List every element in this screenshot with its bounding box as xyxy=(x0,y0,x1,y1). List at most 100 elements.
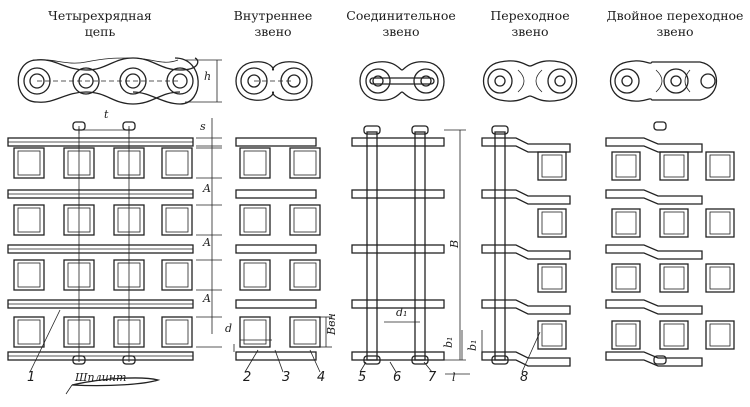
double-transition-roller-1-0 xyxy=(611,208,641,238)
transition-plate-2 xyxy=(481,244,571,260)
dim-label-a-2: A xyxy=(202,236,211,249)
inner-roller-core-1-1 xyxy=(293,207,317,233)
inner-plate-1 xyxy=(235,189,317,199)
double-transition-plate-4 xyxy=(605,351,703,367)
double-transition-plate-3 xyxy=(605,299,703,315)
drawing-lines xyxy=(7,57,735,395)
connecting-plate-2 xyxy=(351,244,445,254)
callout-1: 1 xyxy=(27,370,35,385)
splint-label: Шплинт xyxy=(74,371,126,384)
dim-label-d: d xyxy=(225,322,232,335)
splint-tip xyxy=(65,384,73,395)
dim-label-d1: d₁ xyxy=(396,306,407,319)
double-transition-pin-head-0 xyxy=(653,121,667,131)
double-transition-roller-0-1 xyxy=(659,151,689,181)
callout-3: 3 xyxy=(282,370,290,385)
double-transition-roller-core-0-1 xyxy=(663,154,685,178)
dim-label-a-3: A xyxy=(202,292,211,305)
transition-plate-1 xyxy=(481,189,571,205)
transition-plate-0 xyxy=(481,137,571,153)
connecting-pin-head-0 xyxy=(363,125,381,135)
dim-label-a-1: A xyxy=(202,182,211,195)
connecting-link-pin-a xyxy=(365,68,391,94)
dim-label-l: l xyxy=(452,371,456,384)
double-transition-link-bushing-b xyxy=(670,75,682,87)
double-transition-plate-2 xyxy=(605,244,703,260)
double-transition-roller-1-2 xyxy=(705,208,735,238)
inner-link-bushing-a xyxy=(247,74,261,88)
dim-label-b1-left: b₁ xyxy=(442,337,455,348)
inner-roller-core-3-1 xyxy=(293,319,317,345)
callout-8: 8 xyxy=(520,370,528,385)
inner-plate-2 xyxy=(235,244,317,254)
title-double-transition-link-1: Двойное переходное xyxy=(607,8,744,23)
four-row-roller-1-0 xyxy=(13,204,45,236)
double-transition-roller-core-3-0 xyxy=(615,323,637,347)
double-transition-roller-core-0-2 xyxy=(709,154,731,178)
four-row-roller-0-3 xyxy=(161,147,193,179)
double-transition-roller-3-2 xyxy=(705,320,735,350)
callout-2-leader xyxy=(244,349,259,373)
connecting-plate-4 xyxy=(351,351,445,361)
double-transition-pin-foot-0 xyxy=(653,355,667,365)
double-transition-plate-0 xyxy=(605,137,703,153)
four-row-roller-core-1-3 xyxy=(165,207,189,233)
double-transition-link-plate xyxy=(610,60,717,102)
callout-4-leader xyxy=(309,349,321,373)
inner-roller-core-2-1 xyxy=(293,262,317,288)
double-transition-roller-0-0 xyxy=(611,151,641,181)
four-row-roller-core-3-3 xyxy=(165,319,189,345)
callout-3-leader xyxy=(274,349,284,373)
four-row-roller-0-0 xyxy=(13,147,45,179)
callout-1-leader xyxy=(29,309,61,373)
transition-roller-core-3 xyxy=(541,323,563,347)
four-row-roller-core-1-0 xyxy=(17,207,41,233)
title-transition-link-1: Переходное xyxy=(490,8,569,23)
transition-roller-0 xyxy=(537,151,567,181)
transition-plate-3 xyxy=(481,299,571,315)
inner-roller-3-0 xyxy=(239,316,271,348)
four-row-roller-1-3 xyxy=(161,204,193,236)
inner-plate-3 xyxy=(235,299,317,309)
callout-6: 6 xyxy=(393,370,401,385)
inner-roller-0-1 xyxy=(289,147,321,179)
inner-link-plate xyxy=(235,61,313,101)
transition-roller-core-0 xyxy=(541,154,563,178)
connecting-link-pin-b xyxy=(413,68,439,94)
title-transition-link-2: звено xyxy=(511,24,548,39)
double-transition-roller-core-1-0 xyxy=(615,211,637,235)
transition-link-bushing-a xyxy=(494,75,506,87)
callout-5-leader xyxy=(359,361,367,373)
inner-roller-core-0-0 xyxy=(243,150,267,176)
side-roller-outer-3 xyxy=(166,67,194,95)
double-transition-plate-1 xyxy=(605,189,703,205)
transition-link-roller-a xyxy=(487,68,513,94)
dim-label-t: t xyxy=(104,108,109,121)
title-inner-link-1: Внутреннее xyxy=(234,8,313,23)
double-transition-roller-core-1-1 xyxy=(663,211,685,235)
inner-roller-1-0 xyxy=(239,204,271,236)
transition-pin-head-0 xyxy=(491,125,509,135)
transition-pin-0 xyxy=(494,131,506,361)
inner-roller-2-1 xyxy=(289,259,321,291)
title-connecting-link-1: Соединительное xyxy=(346,8,456,23)
inner-roller-2-0 xyxy=(239,259,271,291)
four-row-pin-foot-1 xyxy=(122,355,136,365)
transition-roller-3 xyxy=(537,320,567,350)
double-transition-roller-core-3-1 xyxy=(663,323,685,347)
double-transition-roller-core-2-1 xyxy=(663,266,685,290)
transition-roller-core-1 xyxy=(541,211,563,235)
inner-plate-0 xyxy=(235,137,317,147)
title-four-row-chain-2: цепь xyxy=(85,24,116,39)
double-transition-link-roller-b xyxy=(663,68,689,94)
double-transition-roller-3-1 xyxy=(659,320,689,350)
transition-roller-2 xyxy=(537,263,567,293)
double-transition-link-roller-a xyxy=(614,68,640,94)
callout-8-leader xyxy=(521,331,541,373)
double-transition-roller-3-0 xyxy=(611,320,641,350)
connecting-plate-0 xyxy=(351,137,445,147)
double-transition-roller-2-0 xyxy=(611,263,641,293)
transition-roller-1 xyxy=(537,208,567,238)
callout-6-leader xyxy=(389,361,397,373)
four-row-roller-2-3 xyxy=(161,259,193,291)
